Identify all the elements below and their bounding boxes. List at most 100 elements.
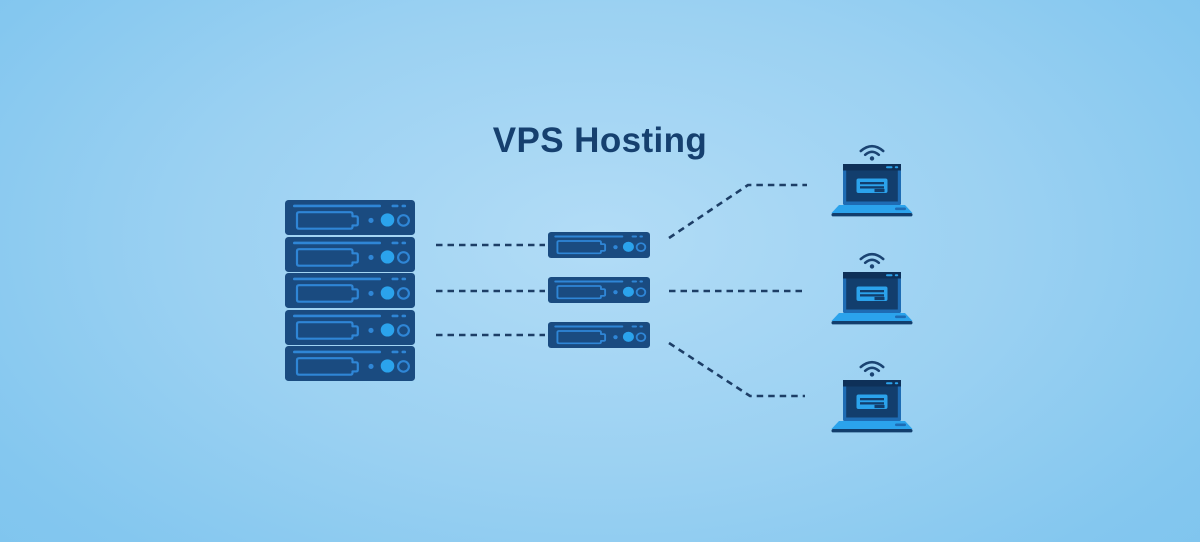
server-vent-line	[293, 350, 381, 354]
server-power-led	[622, 241, 634, 252]
screen-top-bar-dash	[894, 166, 899, 169]
screen-top-bar	[843, 380, 901, 387]
server-ring-button	[396, 250, 410, 264]
server-small-led	[613, 290, 618, 295]
client-laptop-group	[828, 142, 916, 436]
screen-top-bar	[843, 164, 901, 171]
screen-top-bar-dash	[894, 382, 899, 385]
wifi-icon	[859, 252, 885, 269]
server-vent-dash	[401, 314, 407, 317]
server-drive-bay	[556, 240, 607, 255]
server-ring-button	[635, 332, 647, 343]
server-power-led	[380, 286, 395, 300]
server-small-led	[613, 335, 618, 340]
server-vent-dash	[639, 280, 644, 283]
laptop-base-edge	[831, 213, 913, 217]
server-unit-icon	[285, 200, 415, 235]
laptop-base	[831, 313, 913, 325]
screen-top-bar-dash	[886, 166, 893, 169]
server-vent-dash	[401, 277, 407, 281]
server-ring-button	[635, 287, 647, 298]
server-ring-button	[396, 287, 410, 300]
screen-top-bar	[843, 272, 901, 279]
server-drive-bay	[556, 285, 607, 300]
server-ring-button	[396, 214, 410, 227]
wifi-icon	[859, 360, 885, 377]
wifi-icon	[859, 144, 885, 161]
screen-top-bar-dash	[894, 274, 899, 277]
laptop-base	[831, 205, 913, 217]
laptop-base-edge	[831, 429, 913, 433]
dashed-connector-vps-client-1	[668, 183, 807, 240]
server-small-led	[613, 245, 618, 250]
server-vent-dash	[391, 350, 399, 354]
laptop-screen	[843, 380, 901, 421]
server-chassis	[285, 309, 415, 345]
vps-server-group	[548, 232, 650, 348]
server-vent-dash	[639, 235, 644, 238]
server-drive-bay	[295, 211, 359, 230]
client-laptop-icon	[831, 360, 913, 433]
server-ring-button	[635, 242, 647, 253]
server-small-led	[368, 254, 374, 260]
server-small-led	[368, 363, 374, 369]
server-ring-button	[396, 360, 410, 373]
screen-window-card	[856, 178, 888, 193]
server-ring-button	[396, 323, 410, 337]
server-vent-dash	[401, 204, 407, 208]
vps-server-icon	[548, 277, 650, 303]
server-chassis	[285, 236, 415, 272]
client-laptop-icon	[831, 252, 913, 325]
server-vent-dash	[391, 241, 399, 244]
laptop-base	[831, 421, 913, 433]
server-unit-icon	[285, 236, 415, 272]
vps-server-icon	[548, 322, 650, 348]
server-drive-bay	[295, 320, 359, 340]
screen-top-bar-dash	[886, 382, 893, 385]
laptop-base-notch	[895, 315, 906, 319]
server-power-led	[622, 286, 634, 297]
server-power-led	[380, 249, 395, 264]
server-vent-line	[554, 235, 624, 238]
server-power-led	[380, 213, 395, 227]
server-vent-dash	[631, 325, 638, 328]
server-vent-line	[554, 280, 624, 283]
laptop-base-notch	[895, 423, 906, 427]
server-vent-dash	[391, 314, 399, 317]
server-chassis	[548, 277, 650, 303]
laptop-base-notch	[895, 207, 906, 211]
server-vent-dash	[631, 235, 638, 238]
laptop-base-edge	[831, 321, 913, 325]
server-unit-icon	[285, 346, 415, 381]
server-chassis	[285, 346, 415, 381]
screen-window-card	[856, 394, 888, 409]
server-drive-bay	[295, 357, 359, 376]
laptop-screen	[843, 164, 901, 205]
server-power-led	[380, 322, 395, 337]
server-vent-line	[554, 325, 624, 328]
screen-top-bar-dash	[886, 274, 893, 277]
dedicated-server-rack	[285, 200, 415, 381]
server-drive-bay	[295, 284, 359, 303]
server-power-led	[622, 331, 634, 342]
server-vent-dash	[401, 350, 407, 354]
server-vent-line	[293, 277, 381, 281]
dashed-connector-vps-client-3	[668, 341, 805, 398]
server-small-led	[368, 217, 374, 223]
server-vent-dash	[391, 277, 399, 281]
server-unit-icon	[285, 309, 415, 345]
server-vent-dash	[639, 325, 644, 328]
vps-server-icon	[548, 232, 650, 258]
server-unit-icon	[285, 273, 415, 308]
server-chassis	[548, 232, 650, 258]
server-vent-dash	[401, 241, 407, 244]
server-chassis	[285, 273, 415, 308]
server-drive-bay	[556, 330, 607, 345]
server-vent-line	[293, 241, 381, 244]
diagram-title: VPS Hosting	[492, 121, 708, 160]
server-vent-dash	[631, 280, 638, 283]
server-small-led	[368, 327, 374, 333]
server-vent-line	[293, 314, 381, 317]
